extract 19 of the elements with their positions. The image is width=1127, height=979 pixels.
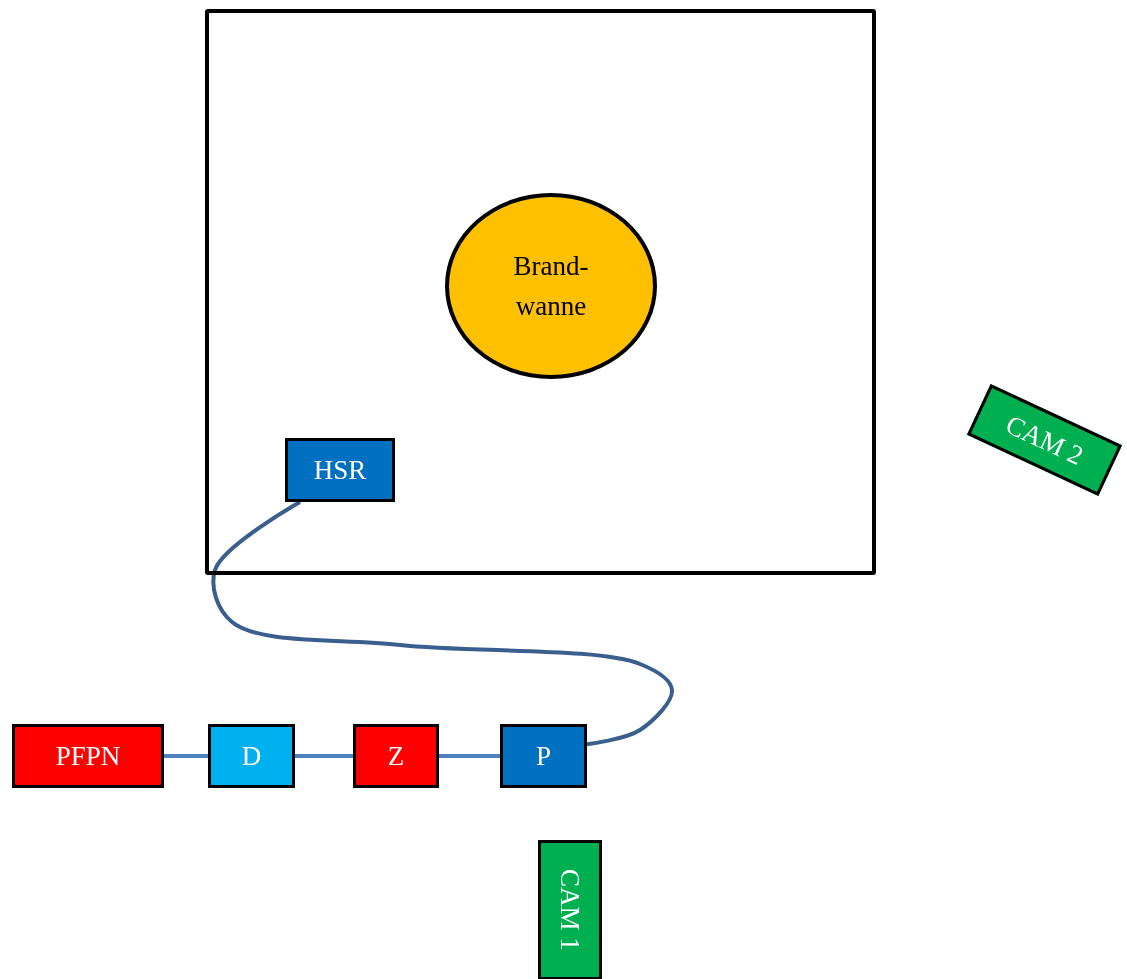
cable-line [439,754,500,758]
node-label: CAM 1 [554,869,587,951]
device-box [500,724,587,788]
node-label: D [241,739,262,773]
node-label: HSR [313,453,367,487]
cable-line [295,754,353,758]
device-box [12,724,164,788]
device-box [285,438,395,502]
cable-line [164,754,208,758]
node-label: Z [387,739,405,773]
area-frame [205,9,876,575]
cable-line [211,500,674,747]
node-label: Brand- wanne [512,249,590,323]
device-box [353,724,439,788]
node-label: PFPN [55,739,121,773]
node-label: P [536,739,551,773]
camera-box [538,840,602,979]
device-box [208,724,295,788]
node-label: CAM 2 [1000,407,1089,473]
